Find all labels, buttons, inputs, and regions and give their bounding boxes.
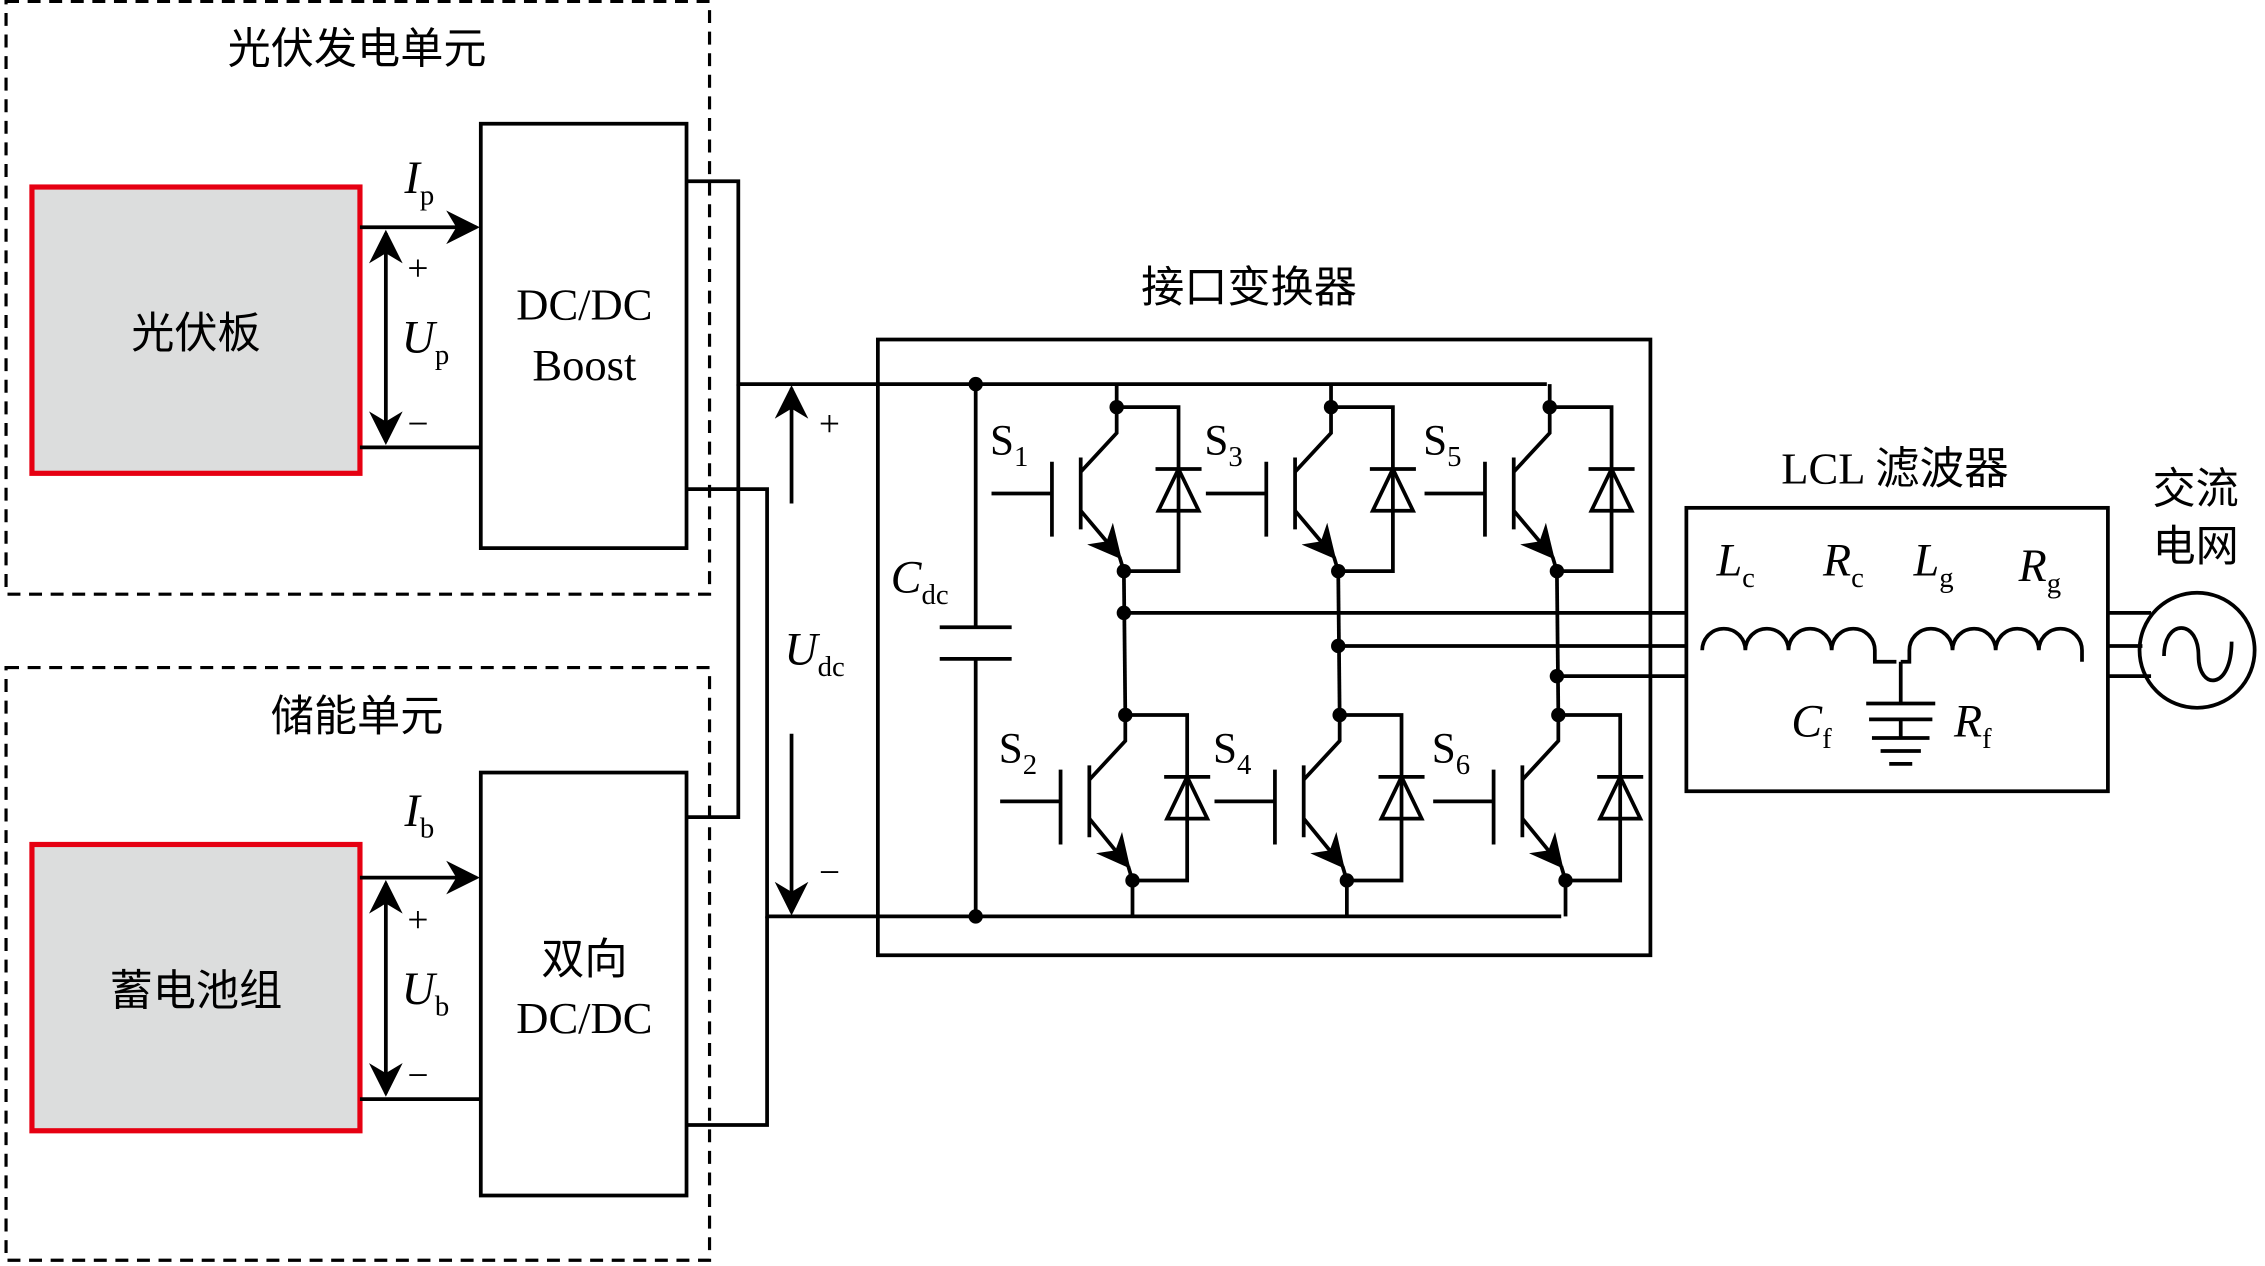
switch-label: S1 — [990, 418, 1028, 474]
collector-lead — [1512, 407, 1552, 474]
grid-side-inductor — [1900, 626, 2084, 664]
diode-loop — [1125, 713, 1190, 883]
emitter-arrow — [1087, 817, 1131, 869]
diode-loop — [1339, 713, 1404, 883]
emitter-arrow — [1512, 509, 1555, 560]
diode-icon — [1155, 464, 1202, 513]
dc-bus-plus-sign: + — [819, 404, 840, 445]
cf-label: Cf — [1791, 696, 1832, 756]
diode-icon — [1588, 464, 1635, 513]
igbt-switch-s6: S6 — [1432, 707, 1644, 888]
converter-side-inductor — [1700, 626, 1897, 664]
igbt-switch-s4: S4 — [1213, 707, 1425, 888]
battery-block — [29, 841, 363, 1134]
grid-label-line2: 电网 — [2153, 522, 2239, 572]
boost-converter-line1: DC/DC — [516, 279, 652, 329]
switch-label: S6 — [1432, 725, 1470, 781]
emitter-lead — [1559, 865, 1568, 881]
storage-unit-boundary — [4, 665, 712, 1262]
emitter-arrow — [1302, 817, 1345, 869]
leg-mid-wire — [1555, 571, 1561, 716]
boost-output-positive — [686, 179, 976, 386]
bidirectional-output-positive — [686, 384, 741, 820]
grid-label-line1: 交流 — [2153, 465, 2239, 515]
dc-bus: + Udc − — [686, 179, 976, 1127]
interface-converter-title: 接口变换器 — [1141, 263, 1357, 313]
pv-current-label: Ip — [404, 152, 435, 212]
ac-source-icon — [2137, 590, 2257, 710]
igbt-switch-s5: S5 — [1423, 399, 1635, 579]
pv-minus-sign: − — [407, 404, 428, 445]
lcl-filter: LCL 滤波器 Lc Rc Lg Rg Cf Rf — [1684, 443, 2110, 794]
diode-icon — [1378, 772, 1425, 821]
battery-minus-sign: − — [407, 1056, 428, 1097]
collector-lead — [1087, 715, 1128, 782]
pv-unit-title: 光伏发电单元 — [228, 24, 487, 74]
sine-wave-icon — [2162, 626, 2234, 683]
emitter-lead — [1126, 865, 1135, 881]
leg-mid-wire — [1121, 571, 1128, 716]
diode-icon — [1597, 772, 1644, 821]
storage-unit: 储能单元 蓄电池组 Ib + Ub − 双向 DC/DC — [4, 665, 712, 1262]
emitter-lead — [1550, 556, 1559, 572]
igbt-switch-s1: S1 — [990, 399, 1202, 579]
switch-label: S4 — [1213, 725, 1251, 781]
bidirectional-converter-line1: 双向 — [541, 935, 627, 985]
diode-icon — [1164, 772, 1211, 821]
switch-label: S5 — [1423, 418, 1461, 474]
storage-unit-title: 储能单元 — [271, 692, 444, 742]
emitter-lead — [1332, 556, 1341, 572]
collector-lead — [1302, 715, 1342, 782]
pv-unit-boundary — [4, 0, 712, 596]
bidirectional-converter-block — [478, 770, 689, 1198]
switch-label: S3 — [1204, 418, 1242, 474]
pv-panel-label: 光伏板 — [131, 309, 260, 359]
dc-bus-voltage-label: Udc — [784, 624, 844, 684]
lc-label: Lc — [1716, 534, 1755, 594]
emitter-lead — [1340, 865, 1349, 881]
rc-label: Rc — [1822, 534, 1864, 594]
diode-icon — [1369, 464, 1417, 513]
emitter-arrow — [1079, 509, 1122, 560]
pv-voltage-label: Up — [402, 311, 450, 371]
igbt-switch-s3: S3 — [1204, 399, 1417, 579]
switch-label: S2 — [999, 725, 1037, 781]
pv-unit: 光伏发电单元 光伏板 Ip + Up − DC/DC Boost — [4, 0, 712, 596]
bidirectional-converter-line2: DC/DC — [516, 993, 652, 1043]
bidirectional-output-negative — [686, 916, 769, 1127]
dc-bus-minus-sign: − — [819, 853, 840, 894]
rg-label: Rg — [2018, 540, 2062, 600]
battery-voltage-label: Ub — [402, 963, 450, 1023]
pv-panel-block — [29, 184, 363, 476]
battery-plus-sign: + — [407, 900, 428, 941]
diode-loop — [1116, 405, 1181, 574]
collector-lead — [1079, 407, 1119, 474]
lcl-filter-title: LCL 滤波器 — [1781, 443, 2008, 493]
emitter-lead — [1117, 556, 1126, 572]
capacitor-label: Cdc — [891, 552, 949, 612]
lg-label: Lg — [1913, 534, 1954, 594]
ac-grid: 交流 电网 — [2107, 465, 2257, 710]
boost-output-negative — [686, 487, 976, 919]
phase-outputs — [1123, 610, 1688, 679]
collector-lead — [1293, 407, 1333, 474]
emitter-arrow — [1520, 817, 1564, 869]
battery-label: 蓄电池组 — [110, 967, 283, 1017]
diode-loop — [1331, 405, 1395, 574]
emitter-arrow — [1293, 509, 1337, 560]
lcl-filter-boundary — [1684, 505, 2110, 794]
diode-loop — [1558, 713, 1623, 883]
igbt-switch-s2: S2 — [999, 707, 1211, 888]
pv-plus-sign: + — [407, 249, 428, 290]
boost-converter-block — [478, 121, 689, 550]
battery-current-label: Ib — [404, 785, 435, 845]
phase-output-dot — [1331, 638, 1346, 654]
rf-label: Rf — [1953, 696, 1992, 756]
diode-loop — [1549, 405, 1614, 574]
collector-lead — [1520, 715, 1561, 782]
boost-converter-line2: Boost — [532, 340, 637, 390]
